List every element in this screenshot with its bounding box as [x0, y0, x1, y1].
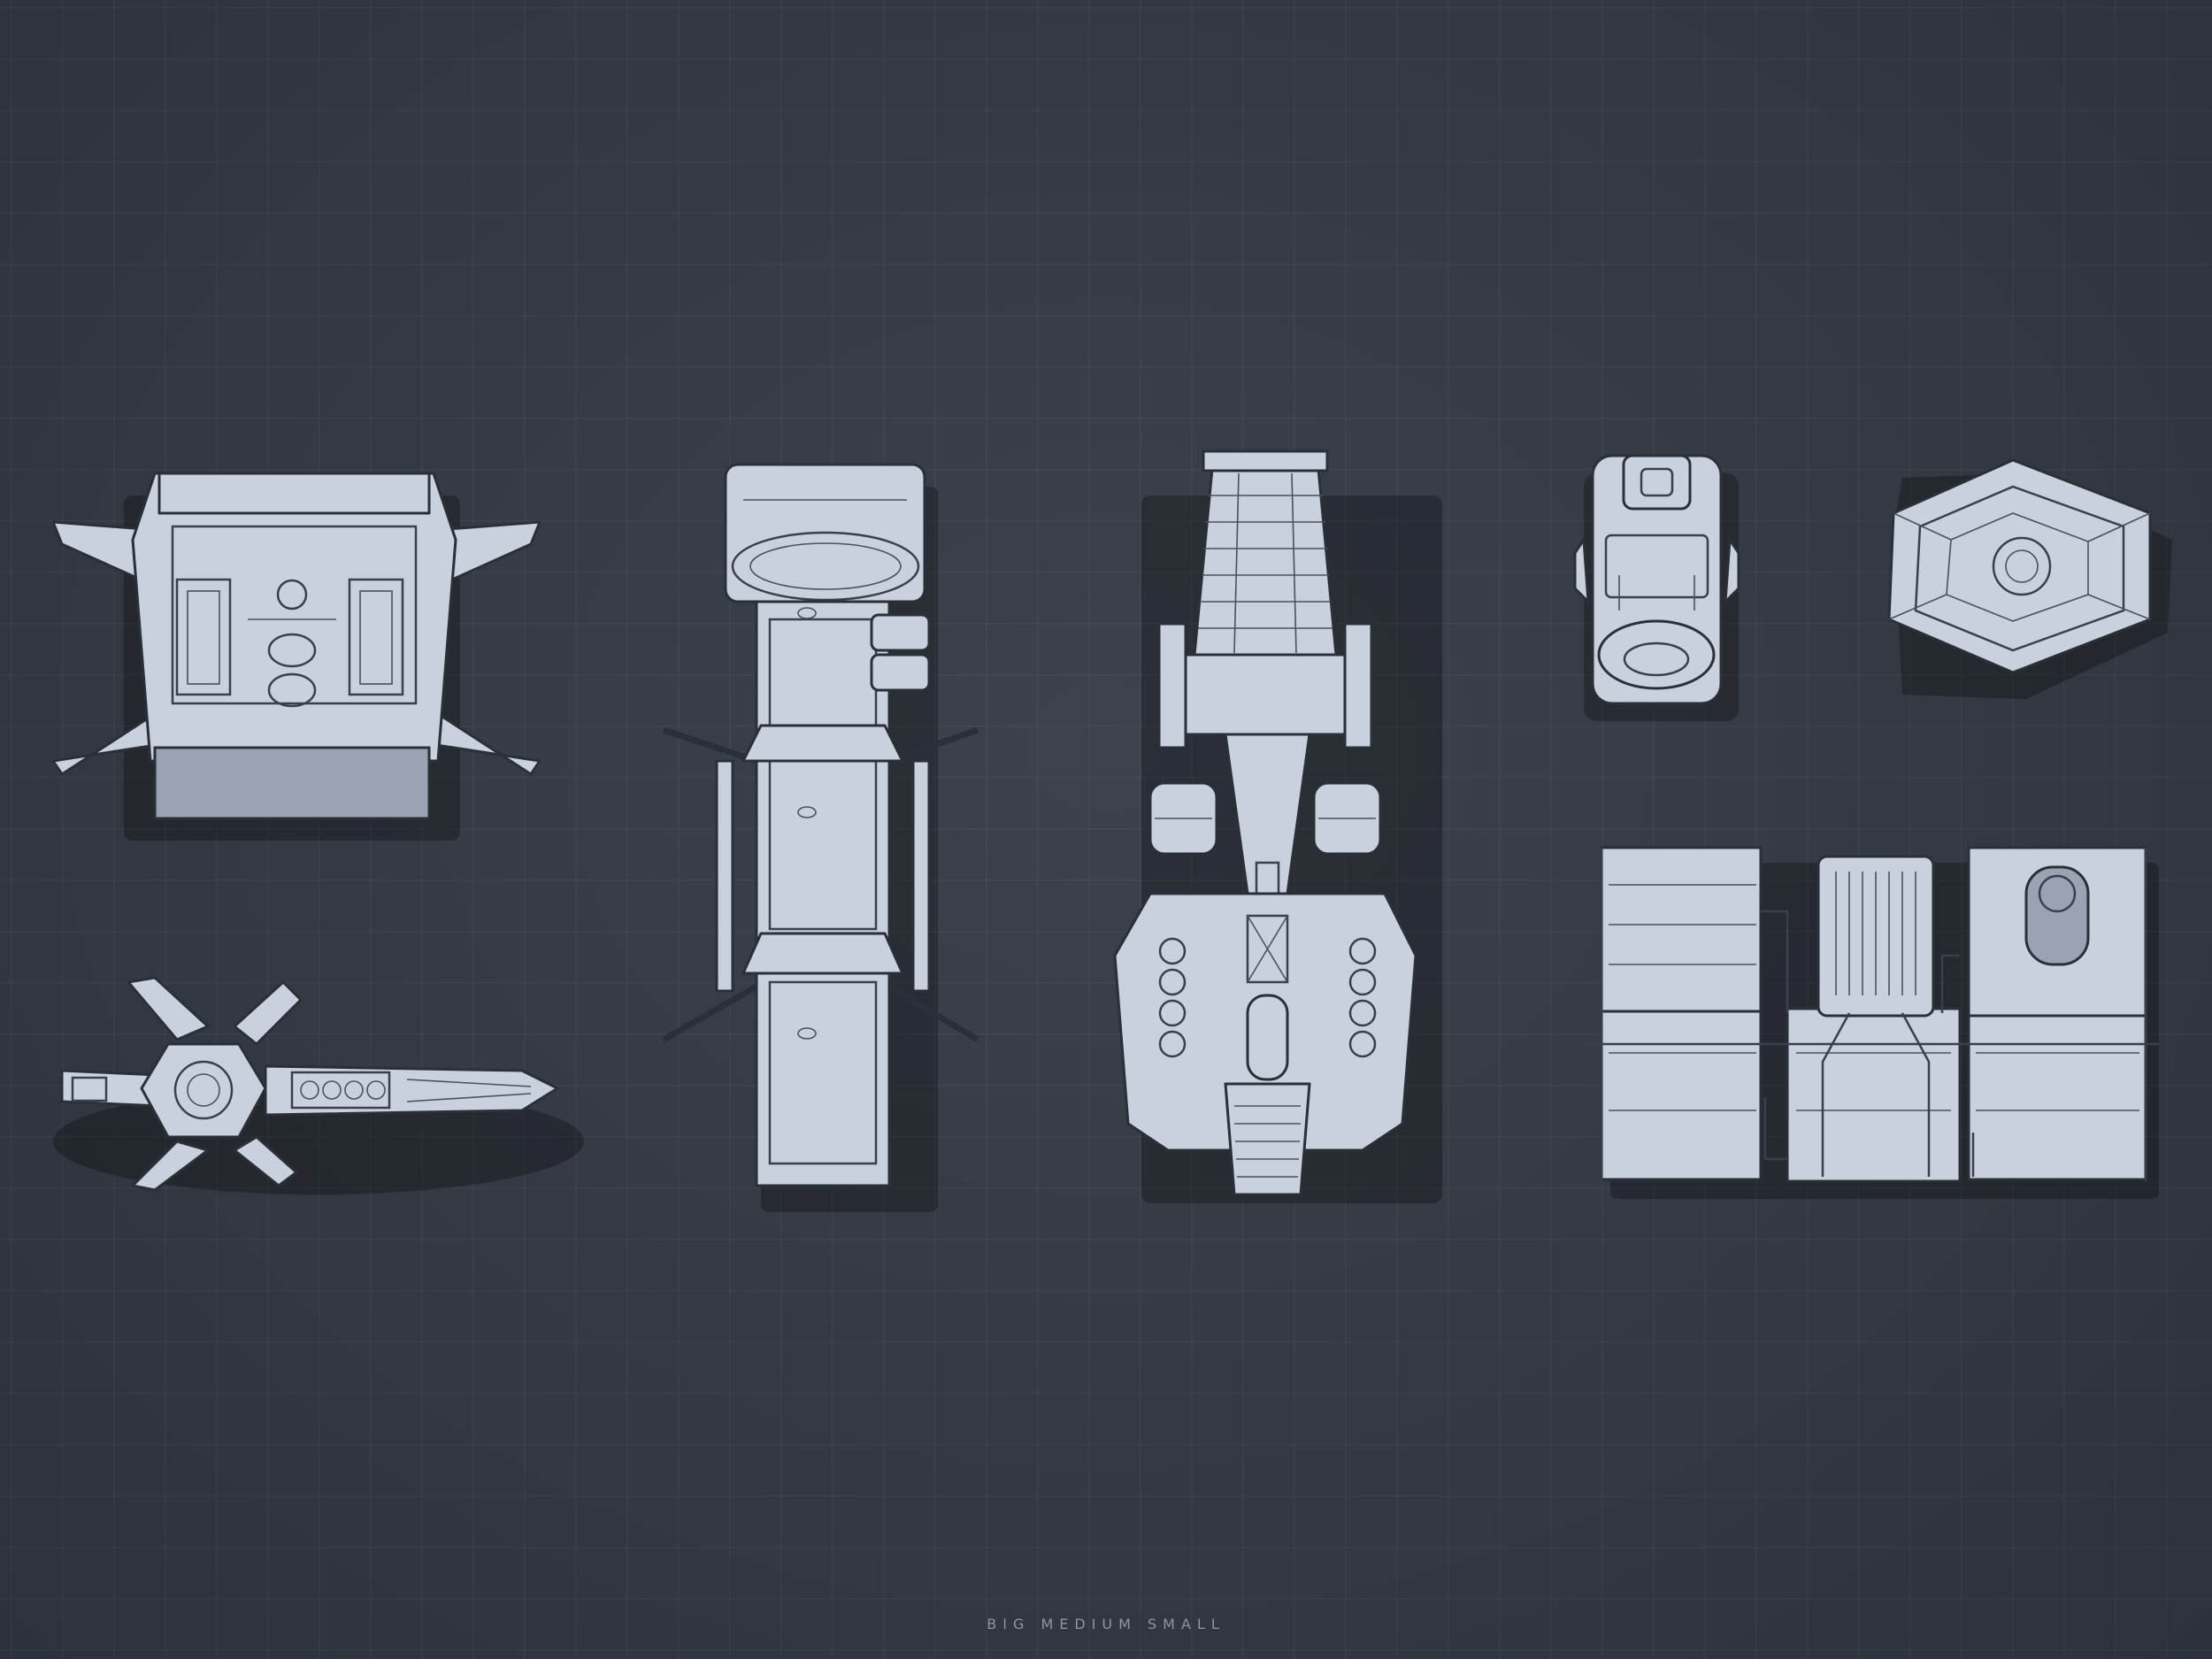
hex-vent-module — [1887, 458, 2172, 699]
turret-module — [1573, 454, 1740, 721]
caption-text: BIG MEDIUM SMALL — [987, 1616, 1225, 1632]
square-thruster-module — [51, 472, 541, 841]
machinery-block-module — [1584, 846, 2159, 1199]
long-engine-ship — [1113, 449, 1442, 1203]
star-ship-module — [53, 976, 584, 1194]
tall-segmented-module — [662, 463, 979, 1212]
